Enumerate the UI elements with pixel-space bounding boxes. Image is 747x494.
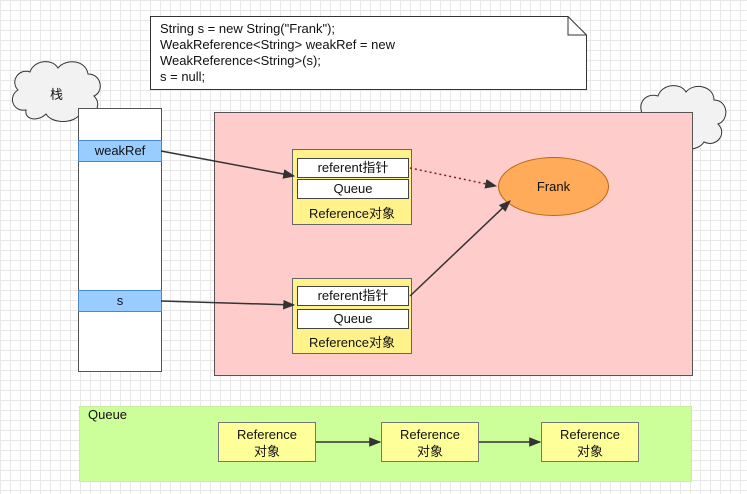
stack-cell-weakref: weakRef — [78, 140, 162, 162]
stack-label: 栈 — [50, 87, 64, 102]
code-line: s = null; — [160, 69, 206, 84]
stack-cell-s: s — [78, 290, 162, 312]
reference-object-caption: Reference对象 — [309, 206, 395, 221]
queue-item-line: Reference — [400, 427, 460, 442]
queue-item: Reference 对象 — [541, 422, 639, 462]
referent-field: referent指针 — [297, 158, 409, 178]
reference-object-weak: referent指针 Queue Reference对象 — [292, 149, 412, 225]
referent-field: referent指针 — [297, 286, 409, 306]
reference-object-caption: Reference对象 — [309, 335, 395, 350]
queue-item: Reference 对象 — [381, 422, 479, 462]
note-shape — [150, 16, 587, 90]
queue-item-line: Reference — [237, 427, 297, 442]
code-line: WeakReference<String> weakRef = new — [160, 37, 395, 52]
queue-item-line: Reference — [560, 427, 620, 442]
queue-item-line: 对象 — [253, 444, 280, 459]
stack-cloud-shape — [11, 61, 101, 122]
frank-object: Frank — [498, 157, 609, 216]
queue-item-line: 对象 — [576, 444, 603, 459]
code-line: String s = new String("Frank"); — [160, 21, 336, 36]
queue-field: Queue — [297, 179, 409, 199]
reference-object-strong: referent指针 Queue Reference对象 — [292, 278, 412, 354]
queue-label: Queue — [88, 407, 128, 422]
heap-area — [214, 112, 693, 376]
code-line: WeakReference<String>(s); — [160, 53, 321, 68]
queue-item-line: 对象 — [416, 444, 443, 459]
queue-item: Reference 对象 — [218, 422, 316, 462]
queue-field: Queue — [297, 309, 409, 329]
code-note: String s = new String("Frank"); WeakRefe… — [150, 16, 587, 90]
code-lines: String s = new String("Frank"); WeakRefe… — [160, 21, 395, 85]
